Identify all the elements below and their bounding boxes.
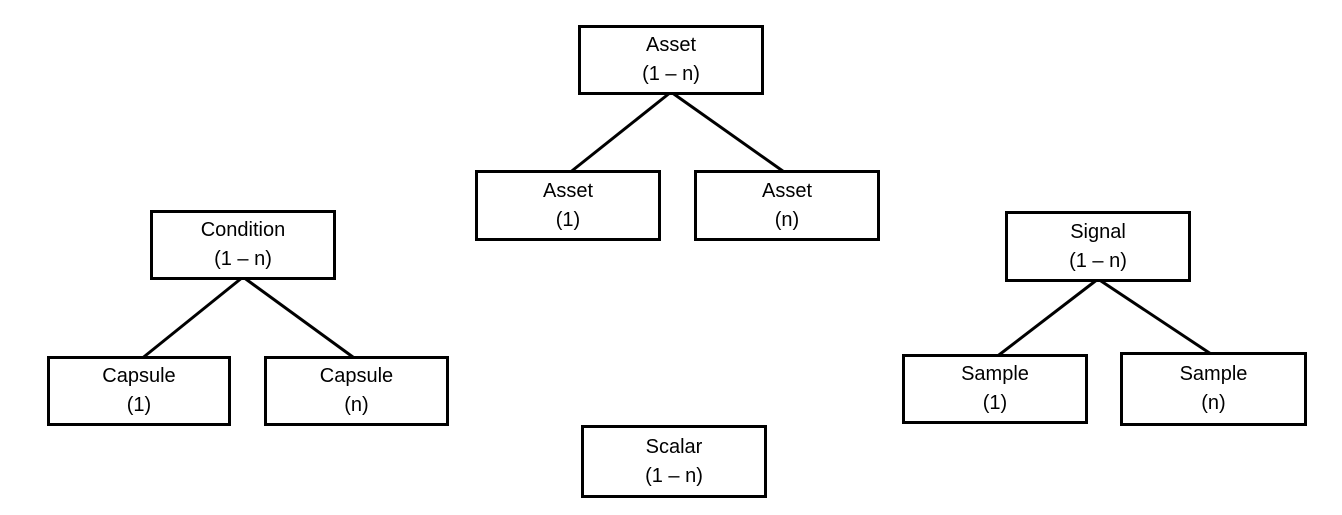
node-label: Condition: [200, 219, 286, 241]
node-condition-parent: Condition (1 – n): [150, 210, 336, 280]
node-cardinality: (1 – n): [642, 63, 700, 85]
node-capsule-one: Capsule (1): [47, 356, 231, 426]
connector-asset-parent-to-asset-one: [567, 90, 672, 176]
node-signal-parent: Signal (1 – n): [1005, 211, 1191, 282]
node-cardinality: (1 – n): [1069, 249, 1127, 272]
node-label: Sample: [1179, 363, 1248, 385]
node-asset-parent: Asset (1 – n): [578, 25, 764, 95]
node-label: Capsule: [102, 365, 176, 387]
node-cardinality: (n): [344, 394, 369, 416]
connector-asset-parent-to-asset-n: [670, 90, 788, 176]
node-cardinality: (1): [982, 392, 1008, 414]
node-cardinality: (n): [774, 208, 800, 231]
connector-signal-to-sample-n: [1097, 277, 1215, 358]
node-cardinality: (1 – n): [645, 464, 703, 487]
node-label: Capsule: [319, 365, 394, 387]
node-asset-one: Asset (1): [475, 170, 661, 241]
node-capsule-n: Capsule (n): [264, 356, 449, 426]
node-label: Asset: [761, 179, 813, 202]
node-cardinality: (1 – n): [214, 248, 272, 270]
node-sample-one: Sample (1): [902, 354, 1088, 424]
connector-condition-to-capsule-one: [139, 275, 244, 362]
node-sample-n: Sample (n): [1120, 352, 1307, 426]
node-cardinality: (1): [555, 208, 581, 231]
connector-signal-to-sample-one: [994, 277, 1099, 360]
node-asset-n: Asset (n): [694, 170, 880, 241]
node-label: Asset: [542, 179, 594, 202]
connector-condition-to-capsule-n: [242, 275, 358, 362]
node-label: Scalar: [645, 435, 703, 458]
node-label: Signal: [1070, 220, 1126, 243]
node-label: Asset: [645, 34, 697, 56]
node-cardinality: (1): [126, 394, 152, 416]
node-scalar: Scalar (1 – n): [581, 425, 767, 498]
node-cardinality: (n): [1201, 392, 1226, 414]
node-label: Sample: [961, 363, 1029, 385]
